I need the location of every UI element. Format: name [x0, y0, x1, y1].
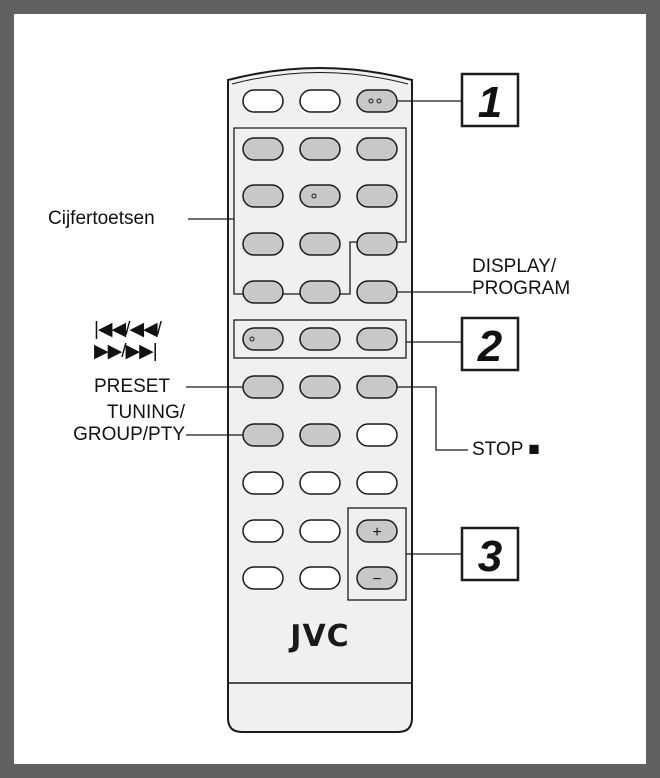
plain-button-r7c1[interactable]: [242, 471, 284, 495]
callout-number-2: 2: [477, 322, 503, 371]
label-tuning-group-pty: TUNING/ GROUP/PTY: [73, 402, 185, 446]
top-button-2[interactable]: [299, 89, 341, 113]
display-program-button[interactable]: [356, 280, 398, 304]
plain-button-r9c1[interactable]: [242, 566, 284, 590]
remote-inner-edge: [231, 72, 409, 85]
standby-dot-right: [376, 98, 382, 104]
label-skip-line1: |◀◀/◀◀/: [94, 319, 162, 340]
label-tuning-line2: GROUP/PTY: [73, 424, 185, 445]
number-key-6[interactable]: [356, 184, 398, 208]
skip-keys-group-outline: [233, 319, 407, 359]
label-tuning-line1: TUNING/: [106, 402, 185, 423]
preset-button-1[interactable]: [242, 375, 284, 399]
label-skip-keys: |◀◀/◀◀/ ▶▶/▶▶|: [94, 319, 162, 363]
number-key-3[interactable]: [356, 137, 398, 161]
plain-button-r8c1[interactable]: [242, 519, 284, 543]
number-key-1[interactable]: [242, 137, 284, 161]
stop-button[interactable]: [356, 375, 398, 399]
plain-button-r9c2[interactable]: [299, 566, 341, 590]
leader-stop: [397, 386, 468, 451]
number-key-4[interactable]: [242, 184, 284, 208]
volume-up-symbol: +: [372, 524, 381, 541]
label-display-line1: DISPLAY/: [472, 256, 557, 277]
tuning-button-1[interactable]: [242, 423, 284, 447]
tuning-button-2[interactable]: [299, 423, 341, 447]
number-key-10[interactable]: [242, 280, 284, 304]
callout-number-1: 1: [478, 78, 502, 127]
plain-button-r6c3[interactable]: [356, 423, 398, 447]
number-key-7[interactable]: [242, 232, 284, 256]
callout-box-1: [460, 72, 520, 128]
skip-key-dot: [249, 336, 255, 342]
number-key-5[interactable]: [299, 184, 341, 208]
label-cijfertoetsen: Cijfertoetsen: [48, 208, 155, 229]
number-keys-group-outline: [233, 127, 407, 295]
top-button-1[interactable]: [242, 89, 284, 113]
skip-key-2[interactable]: [299, 327, 341, 351]
standby-dot-left: [368, 98, 374, 104]
preset-button-2[interactable]: [299, 375, 341, 399]
jvc-logo: JVC: [288, 619, 349, 654]
skip-key-1[interactable]: [242, 327, 284, 351]
number-key-0[interactable]: [299, 280, 341, 304]
number-key-2[interactable]: [299, 137, 341, 161]
key-5-dot: [311, 193, 317, 199]
label-stop: STOP ■: [472, 439, 540, 460]
callout-number-3: 3: [478, 532, 502, 581]
plain-button-r7c2[interactable]: [299, 471, 341, 495]
label-display-line2: PROGRAM: [472, 278, 571, 299]
volume-up-button[interactable]: [356, 519, 398, 543]
label-skip-line2: ▶▶/▶▶|: [94, 341, 158, 362]
volume-down-symbol: −: [372, 571, 381, 588]
number-key-9[interactable]: [356, 232, 398, 256]
volume-down-button[interactable]: [356, 566, 398, 590]
skip-key-3[interactable]: [356, 327, 398, 351]
leader-lines: [186, 100, 472, 555]
plain-button-r7c3[interactable]: [356, 471, 398, 495]
callout-box-2: [460, 316, 520, 372]
number-key-8[interactable]: [299, 232, 341, 256]
plain-button-r8c2[interactable]: [299, 519, 341, 543]
label-display-program: DISPLAY/ PROGRAM: [472, 256, 570, 300]
label-preset: PRESET: [94, 376, 171, 397]
callout-box-3: [460, 526, 520, 582]
